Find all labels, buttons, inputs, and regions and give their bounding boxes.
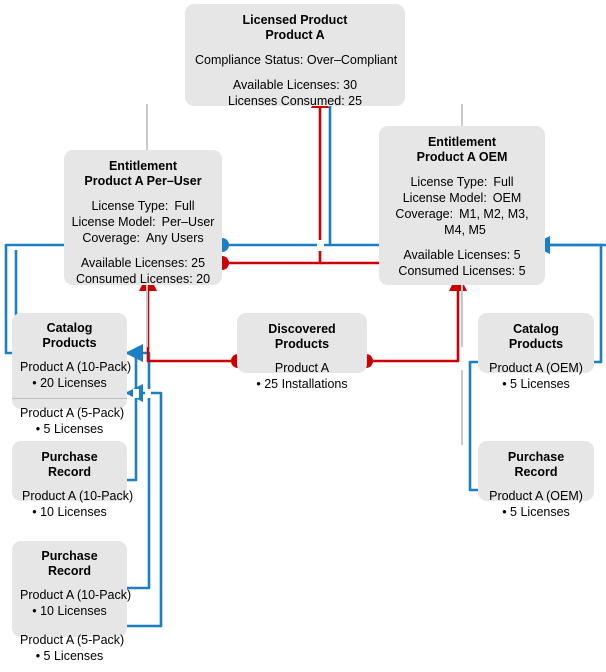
- catalog-right-licenses: • 5 Licenses: [502, 377, 570, 391]
- catalog-right-title: Catalog Products: [508, 322, 564, 351]
- line-break-marker: [317, 240, 324, 251]
- purchase-left-2-product: Product A (10-Pack): [20, 588, 132, 602]
- purchase-left-1-product: Product A (10-Pack): [22, 489, 134, 503]
- stub-left-lower: [146, 285, 148, 347]
- catalog-left-product: Product A (10-Pack): [20, 360, 132, 374]
- licensed-product-title-2: Product A: [265, 28, 325, 42]
- row-key: Coverage:: [82, 231, 141, 245]
- licensed-product-consumed: Licenses Consumed: 25: [227, 94, 363, 108]
- licensed-product-card[interactable]: Licensed Product Product A Compliance St…: [185, 4, 405, 108]
- entitlement-per-user-card[interactable]: Entitlement Product A Per–User License T…: [64, 150, 222, 286]
- entitlement-right-row: License Type: Full: [389, 174, 535, 190]
- entitlement-oem-card[interactable]: Entitlement Product A OEM License Type: F…: [379, 126, 545, 285]
- entitlement-right-title-1: Entitlement: [427, 135, 497, 149]
- entitlement-left-title-1: Entitlement: [108, 159, 178, 173]
- purchase-left-2-title: Purchase Record: [41, 549, 98, 578]
- stub-left: [146, 104, 148, 151]
- purchase-left-2-licenses-2: • 5 Licenses: [35, 649, 104, 663]
- row-value: M1, M2, M3,: [459, 207, 529, 221]
- entitlement-left-row: License Model: Per–User: [71, 214, 215, 230]
- purchase-right-licenses: • 5 Licenses: [502, 505, 570, 519]
- entitlement-right-row: M4, M5: [389, 222, 535, 238]
- stub-right-lower: [461, 285, 463, 347]
- entitlement-right-consumed: Consumed Licenses: 5: [398, 264, 526, 278]
- discovered-installs: • 25 Installations: [256, 377, 348, 391]
- catalog-left-title: Catalog Products: [42, 321, 97, 350]
- row-value: M4, M5: [444, 223, 486, 237]
- catalog-left-divider: [12, 398, 127, 399]
- purchase-right-product: Product A (OEM): [489, 489, 583, 503]
- purchase-record-left-1-card[interactable]: Purchase Record Product A (10-Pack) • 10…: [12, 441, 134, 519]
- catalog-left-licenses-2: • 5 Licenses: [35, 422, 104, 436]
- catalog-products-left-card[interactable]: Catalog Products Product A (10-Pack) • 2…: [12, 313, 132, 436]
- row-value: Per–User: [161, 215, 215, 229]
- line-break-marker-2: [133, 389, 139, 398]
- row-key: License Model:: [71, 215, 156, 229]
- row-key: License Type:: [410, 175, 488, 189]
- licensed-product-available: Available Licenses: 30: [232, 78, 358, 92]
- diagram-canvas: Licensed Product Product A Compliance St…: [4, 4, 606, 663]
- purchase-left-1-title: Purchase Record: [41, 450, 98, 479]
- entitlement-right-available: Available Licenses: 5: [403, 248, 521, 262]
- entitlement-left-row: Coverage: Any Users: [74, 230, 212, 246]
- catalog-right-product: Product A (OEM): [489, 361, 583, 375]
- purchase-right-title: Purchase Record: [507, 450, 565, 479]
- purchase-record-right-card[interactable]: Purchase Record Product A (OEM) • 5 Lice…: [478, 441, 594, 519]
- entitlement-left-title-2: Product A Per–User: [84, 174, 202, 188]
- stub-right-tail: [461, 370, 463, 445]
- purchase-left-2-product-2: Product A (5-Pack): [20, 633, 125, 647]
- purchase-left-1-licenses: • 10 Licenses: [32, 505, 107, 519]
- catalog-left-product-2: Product A (5-Pack): [20, 406, 125, 420]
- catalog-products-right-card[interactable]: Catalog Products Product A (OEM) • 5 Lic…: [478, 313, 594, 391]
- row-value: Full: [174, 199, 195, 213]
- stub-right: [461, 104, 463, 126]
- entitlement-left-consumed: Consumed Licenses: 20: [75, 272, 211, 286]
- line-break-marker-3: [145, 389, 151, 398]
- licensed-product-compliance: Compliance Status: Over–Compliant: [195, 53, 398, 67]
- entitlement-right-row: License Model: OEM: [389, 190, 535, 206]
- row-value: Any Users: [146, 231, 204, 245]
- purchase-left-2-licenses: • 10 Licenses: [32, 604, 107, 618]
- catalog-left-licenses: • 20 Licenses: [32, 376, 107, 390]
- row-key: Coverage:: [395, 207, 454, 221]
- discovered-title: Discovered Products: [268, 322, 336, 351]
- row-key: License Type:: [91, 199, 169, 213]
- entitlement-left-row: License Type: Full: [74, 198, 212, 214]
- row-value: Full: [493, 175, 514, 189]
- row-value: OEM: [492, 191, 522, 205]
- entitlement-right-title-2: Product A OEM: [416, 150, 508, 164]
- discovered-product: Product A: [274, 361, 330, 375]
- entitlement-right-row: Coverage: M1, M2, M3,: [389, 206, 535, 222]
- row-key: License Model:: [402, 191, 487, 205]
- discovered-products-card[interactable]: Discovered Products Product A • 25 Insta…: [237, 313, 367, 391]
- purchase-record-left-2-card[interactable]: Purchase Record Product A (10-Pack) • 10…: [12, 541, 132, 663]
- licensed-product-title-1: Licensed Product: [242, 13, 348, 27]
- entitlement-left-available: Available Licenses: 25: [80, 256, 206, 270]
